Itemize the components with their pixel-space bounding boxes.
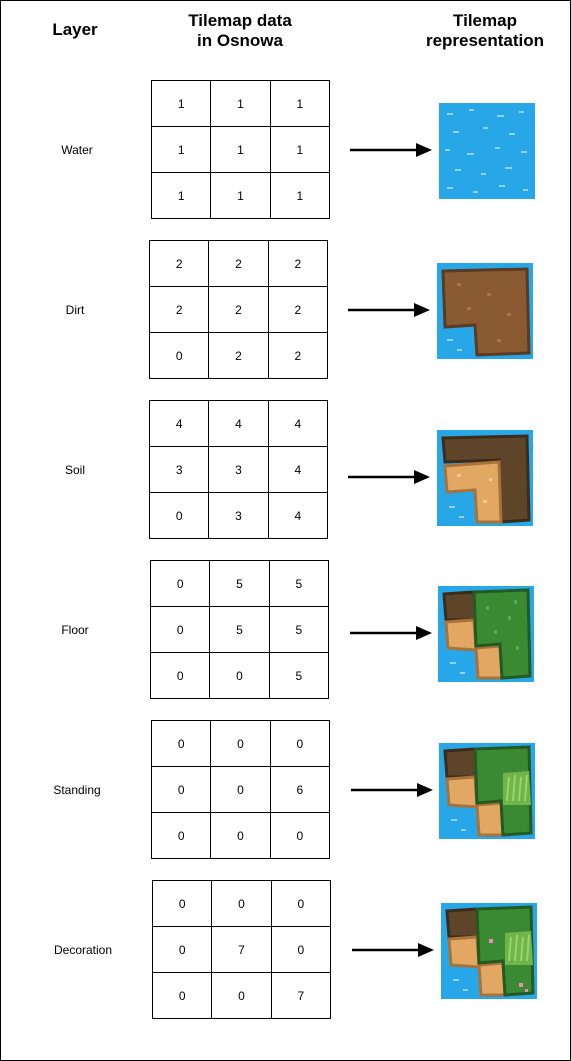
grid-cell: 7 (211, 926, 272, 973)
grid-cell: 1 (150, 126, 212, 173)
grid-cell: 1 (150, 172, 212, 219)
header-layer-text: Layer (52, 20, 98, 39)
layer-label: Decoration (53, 943, 113, 957)
grid-cell: 2 (208, 286, 269, 333)
layer-label: Water (61, 143, 93, 157)
grid-cell: 7 (270, 972, 332, 1019)
header-rep-line1: Tilemap (453, 11, 517, 30)
grid-cell: 2 (148, 286, 210, 333)
grid-cell: 4 (267, 446, 329, 493)
arrow-right-icon (350, 626, 432, 640)
layer-label: Standing (53, 783, 101, 797)
grid-cell: 0 (149, 606, 211, 653)
arrow-right-icon (350, 143, 432, 157)
grid-cell: 0 (210, 720, 271, 767)
header-tilemap-representation: Tilemap representation (410, 11, 560, 51)
grid-cell: 0 (148, 492, 210, 539)
header-data-line1: Tilemap data (188, 11, 292, 30)
arrow-right-icon (352, 943, 434, 957)
grid-cell: 1 (269, 126, 331, 173)
grid-cell: 2 (267, 332, 329, 379)
grid-cell: 5 (268, 560, 330, 607)
grid-cell: 0 (151, 926, 213, 973)
grid-cell: 0 (269, 812, 331, 859)
grid-cell: 0 (150, 720, 212, 767)
grid-cell: 0 (209, 652, 270, 699)
grid-cell: 0 (211, 880, 272, 927)
grid-cell: 1 (210, 126, 271, 173)
grid-cell: 0 (210, 812, 271, 859)
header-rep-line2: representation (425, 31, 545, 50)
grid-cell: 2 (208, 240, 269, 287)
grid-cell: 5 (209, 606, 270, 653)
grid-cell: 0 (150, 812, 212, 859)
grid-cell: 1 (210, 80, 271, 127)
layer-label: Floor (61, 623, 89, 637)
tile-floor-image (438, 586, 534, 682)
grid-cell: 1 (150, 80, 212, 127)
grid-cell: 3 (148, 446, 210, 493)
layer-label: Dirt (65, 303, 85, 317)
grid-cell: 6 (269, 766, 331, 813)
grid-cell: 4 (267, 400, 329, 447)
grid-cell: 0 (269, 720, 331, 767)
grid-cell: 0 (211, 972, 272, 1019)
tile-standing-image (439, 743, 535, 839)
layer-label: Soil (64, 463, 85, 477)
arrow-right-icon (348, 470, 430, 484)
grid-cell: 0 (149, 560, 211, 607)
grid-cell: 0 (270, 880, 332, 927)
grid-cell: 1 (210, 172, 271, 219)
grid-cell: 2 (267, 286, 329, 333)
grid-cell: 5 (268, 606, 330, 653)
grid-cell: 5 (268, 652, 330, 699)
grid-cell: 0 (149, 652, 211, 699)
grid-cell: 4 (267, 492, 329, 539)
tile-water-image (439, 103, 535, 199)
grid-cell: 0 (210, 766, 271, 813)
grid-cell: 2 (267, 240, 329, 287)
grid-cell: 2 (148, 240, 210, 287)
grid-cell: 0 (270, 926, 332, 973)
grid-cell: 0 (151, 880, 213, 927)
grid-cell: 1 (269, 80, 331, 127)
tile-soil-image (437, 430, 533, 526)
grid-cell: 5 (209, 560, 270, 607)
arrow-right-icon (348, 303, 430, 317)
grid-cell: 0 (151, 972, 213, 1019)
header-layer: Layer (20, 20, 130, 40)
tile-decoration-image (441, 903, 537, 999)
header-tilemap-data: Tilemap data in Osnowa (150, 11, 330, 51)
grid-cell: 0 (150, 766, 212, 813)
grid-cell: 1 (269, 172, 331, 219)
arrow-right-icon (351, 783, 433, 797)
grid-cell: 4 (148, 400, 210, 447)
grid-cell: 4 (208, 400, 269, 447)
grid-cell: 0 (148, 332, 210, 379)
grid-cell: 2 (208, 332, 269, 379)
grid-cell: 3 (208, 446, 269, 493)
grid-cell: 3 (208, 492, 269, 539)
header-data-line2: in Osnowa (197, 31, 283, 50)
tile-dirt-image (437, 263, 533, 359)
